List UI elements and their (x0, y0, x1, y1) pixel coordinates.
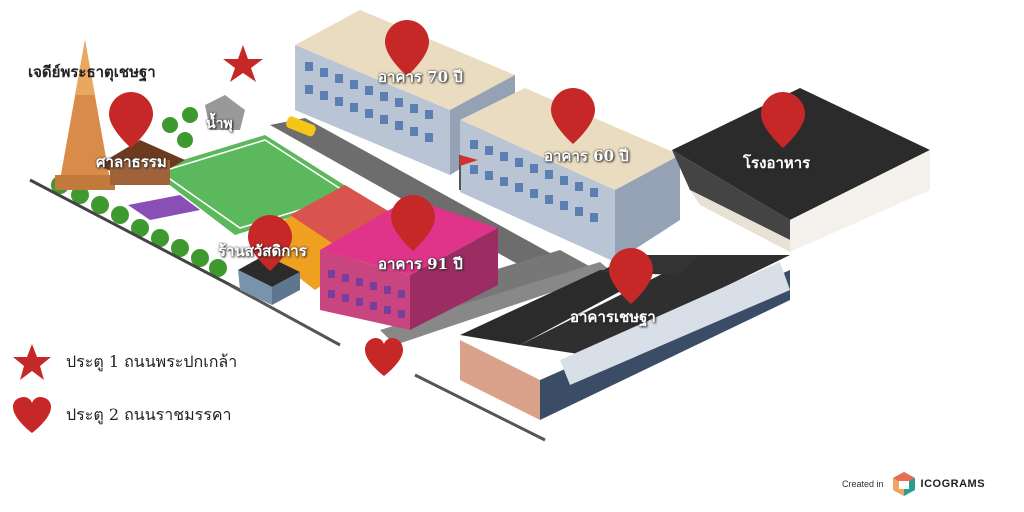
marker-shop (248, 215, 292, 271)
legend-gate2: ประตู 2 ถนนราชมรรคา (10, 395, 232, 435)
chettha-building (460, 255, 790, 420)
label-building91: อาคาร 91 ปี (378, 255, 463, 273)
label-building70: อาคาร 70 ปี (378, 68, 463, 86)
star-icon (13, 344, 51, 380)
location-markers (109, 20, 805, 304)
label-sala: ศาลาธรรม (96, 153, 167, 171)
label-shop: ร้านสวัสดิการ (218, 242, 307, 260)
legend-gate1-label: ประตู 1 ถนนพระปกเกล้า (66, 351, 238, 371)
marker-building60 (551, 88, 595, 144)
road-main (270, 118, 590, 285)
welfare-shop (238, 255, 300, 305)
icograms-credit[interactable]: Created in ICOGRAMS (842, 470, 985, 498)
label-chedi: เจดีย์พระธาตุเชษฐา (28, 63, 156, 81)
trees (51, 107, 227, 277)
legend-gate2-label: ประตู 2 ถนนราชมรรคา (66, 404, 232, 424)
label-canteen: โรงอาหาร (743, 154, 811, 172)
label-water: น้ำพุ (206, 116, 233, 132)
chedi (55, 40, 115, 190)
marker-canteen (761, 92, 805, 148)
heart-icon (13, 397, 51, 433)
label-building60: อาคาร 60 ปี (544, 147, 629, 165)
marker-sala (109, 92, 153, 148)
label-chettha: อาคารเชษฐา (570, 308, 656, 326)
road-bottom (380, 262, 612, 345)
marker-building91 (391, 195, 435, 251)
marker-chettha (609, 248, 653, 304)
canteen (672, 88, 930, 252)
gate2-heart-icon (365, 338, 403, 376)
fountain-rock (205, 95, 245, 130)
credit-prefix: Created in (842, 479, 884, 489)
credit-brand: ICOGRAMS (920, 478, 986, 490)
icograms-logo-icon (892, 472, 915, 496)
gate1-star-icon (223, 45, 263, 82)
legend-gate1: ประตู 1 ถนนพระปกเกล้า (10, 342, 237, 382)
sala (98, 140, 185, 185)
marker-building70 (385, 20, 429, 76)
